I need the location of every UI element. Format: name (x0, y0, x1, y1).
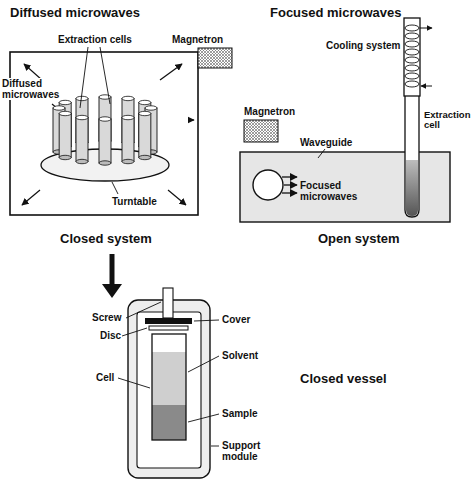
extraction-cells (53, 95, 157, 165)
section-title: Focused microwaves (270, 6, 402, 20)
vessel-frame (137, 312, 201, 468)
extraction-cell (99, 117, 111, 165)
antenna (253, 170, 283, 200)
leader-lines (118, 302, 219, 446)
section-title: Diffused microwaves (10, 6, 140, 20)
part-label: Disc (100, 330, 121, 341)
section-title: Open system (318, 232, 400, 246)
part-label: Waveguide (300, 137, 352, 148)
part-label: Screw (92, 312, 121, 323)
cooling-coil (405, 25, 419, 87)
magnetron-block (244, 120, 278, 142)
down-arrow-shaft (110, 254, 115, 288)
section-title: Closed system (60, 232, 152, 246)
screw (163, 288, 173, 318)
part-label: Turntable (112, 196, 157, 207)
coolant-arrows (420, 28, 432, 86)
leader-line (318, 149, 325, 158)
extraction-contents (406, 160, 418, 216)
cooling-column (404, 18, 420, 96)
part-label: Cell (96, 372, 114, 383)
part-label: Focused microwaves (300, 180, 360, 202)
part-label: Extraction cell (424, 110, 470, 131)
part-label: Solvent (222, 350, 258, 361)
part-label: Diffused microwaves (2, 78, 58, 100)
solvent (152, 352, 186, 405)
disc (149, 326, 188, 330)
extraction-tube (405, 96, 419, 217)
support-module (128, 300, 210, 478)
figure-title: Closed vessel (300, 372, 387, 386)
magnetron-block (198, 48, 232, 68)
oven-cavity (10, 52, 198, 215)
extraction-cell (76, 115, 88, 163)
part-label: Magnetron (244, 106, 295, 117)
part-label: Extraction cells (58, 34, 132, 45)
cover (145, 318, 192, 324)
extraction-cell (122, 115, 134, 163)
focused-arrows (282, 177, 297, 193)
down-arrow-head (102, 284, 122, 298)
part-label: Cover (222, 314, 250, 325)
extraction-cell (59, 111, 71, 159)
part-label: Cooling system (326, 40, 400, 51)
cell (152, 334, 186, 440)
extraction-cell (139, 111, 151, 159)
part-label: Magnetron (172, 34, 223, 45)
leader-lines (80, 47, 118, 194)
part-label: Sample (222, 408, 258, 419)
headspace (152, 334, 186, 352)
sample (152, 405, 186, 440)
part-label: Support module (222, 440, 272, 462)
